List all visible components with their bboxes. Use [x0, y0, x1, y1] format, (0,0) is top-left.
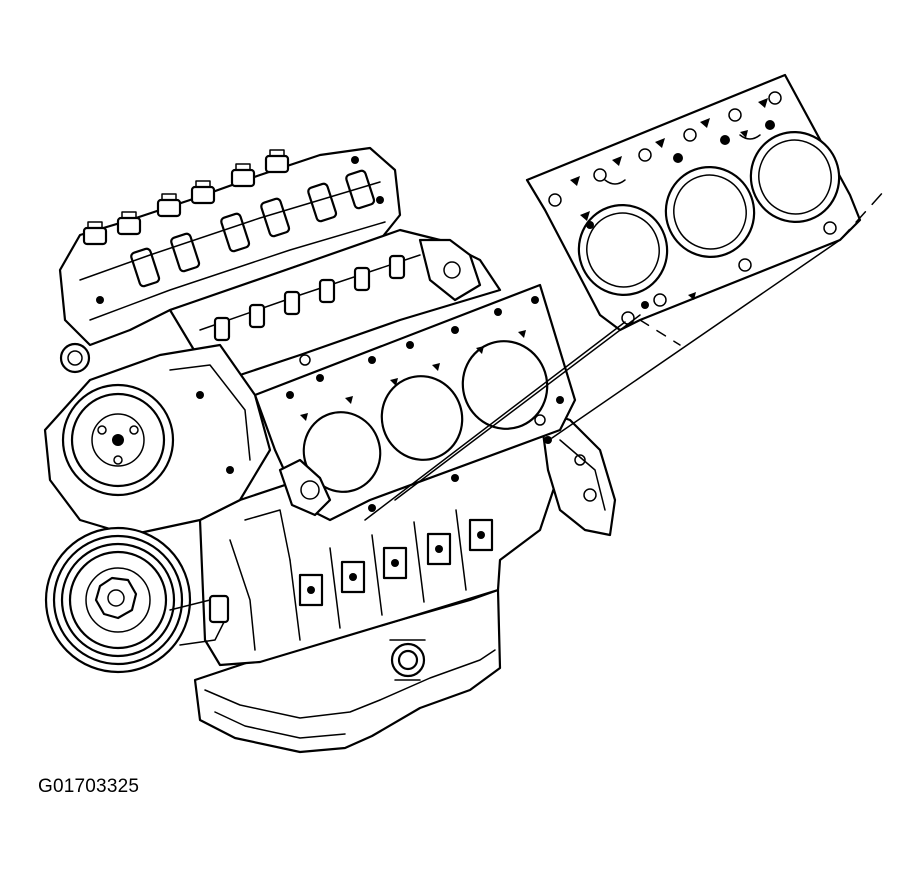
block-deck	[253, 283, 577, 522]
crankshaft-balancer	[44, 526, 230, 674]
head-gasket	[525, 73, 862, 332]
engine-block	[43, 146, 617, 754]
figure-id-label: G01703325	[38, 776, 140, 797]
left-cylinder-head	[58, 146, 402, 347]
water-pump-pulley	[61, 383, 175, 497]
alignment-lines	[364, 189, 886, 521]
oil-pan	[193, 588, 502, 754]
rear-bracket	[538, 408, 617, 537]
valve-springs	[82, 149, 290, 246]
